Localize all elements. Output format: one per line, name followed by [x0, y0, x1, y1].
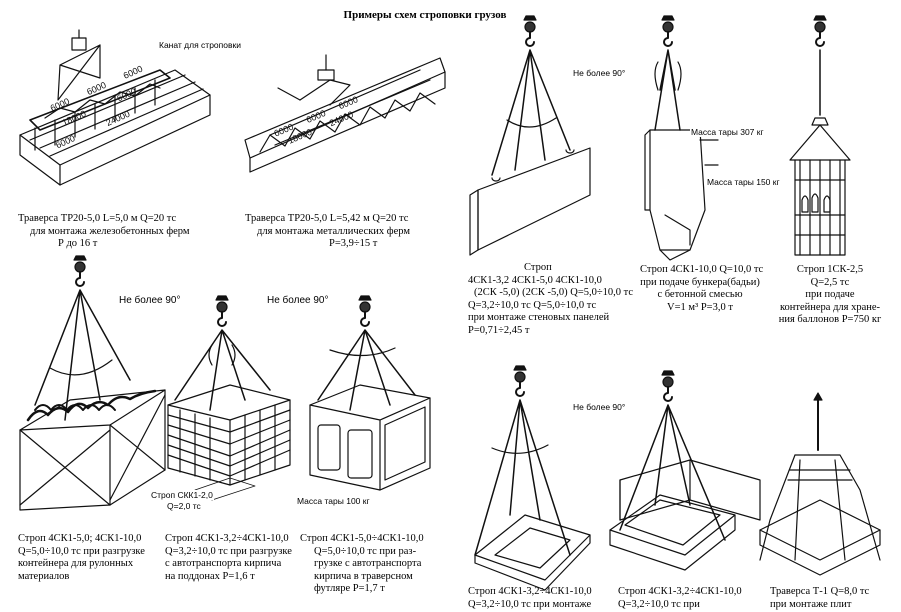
angle-label-4: Не более 90°: [572, 402, 627, 412]
wall-panel-illustration: [469, 15, 591, 256]
sling-ck-label: Строп СКК1-2,0: [150, 490, 214, 500]
caption-hopper: Строп 4СК1-10,0 Q=10,0 тс при подаче бун…: [640, 264, 764, 313]
frame-block-illustration: [609, 370, 761, 571]
caption-wall-panel: Строп 4СК1-3,2 4СК1-5,0 4СК1-10,0 (2СК -…: [468, 262, 634, 336]
truss-dim-7: 6000: [54, 133, 76, 150]
angle-label-1: Не более 90°: [572, 68, 627, 78]
tara-label-307: Масса тары 307 кг: [690, 127, 765, 137]
slab-sling-illustration: [474, 365, 591, 591]
concrete-hopper-illustration: [644, 15, 719, 261]
tara-label-100: Масса тары 100 кг: [296, 496, 371, 506]
truss-dim-8: 24000: [104, 109, 131, 128]
angle-label-3: Не более 90°: [266, 295, 330, 306]
caption-brick-case: Строп 4СК1-5,0÷4СК1-10,0 Q=5,0÷10,0 тс п…: [300, 533, 424, 594]
caption-t1-traverse: Траверса Т-1 Q=8,0 тс при монтаже плит: [770, 586, 870, 610]
truss-traverse-concrete-illustration: 6000 6000 6000 18000 6000 6000 24000: [19, 29, 211, 186]
truss2-dim-3: 6000: [337, 94, 359, 111]
rope-label: Канат для строповки: [158, 40, 242, 50]
brick-case-illustration: [309, 295, 431, 491]
caption-cylinder-container: Строп 1СК-2,5 Q=2,5 тс при подаче контей…: [778, 264, 882, 325]
caption-roll-container: Строп 4СК1-5,0; 4СК1-10,0 Q=5,0÷10,0 тс …: [18, 533, 145, 582]
cylinder-container-illustration: [789, 15, 851, 256]
sling-ck-q: Q=2,0 тс: [166, 501, 202, 511]
roll-container-illustration: [19, 255, 166, 511]
caption-slab-sling: Строп 4СК1-3,2÷4СК1-10,0 Q=3,2÷10,0 тс п…: [468, 586, 592, 610]
truss-traverse-metal-illustration: 6000 6000 6000 18000 24000: [244, 54, 446, 173]
caption-truss-concrete: Траверса ТР20-5,0 L=5,0 м Q=20 тс для мо…: [18, 213, 190, 249]
caption-brick-pallets: Строп 4СК1-3,2÷4СК1-10,0 Q=3,2÷10,0 тс п…: [165, 533, 292, 582]
brick-pallets-illustration: [167, 295, 291, 501]
caption-truss-metal: Траверса ТР20-5,0 L=5,42 м Q=20 тс для м…: [245, 213, 410, 249]
tara-label-150: Масса тары 150 кг: [706, 177, 781, 187]
truss2-dim-2: 6000: [305, 108, 327, 125]
caption-frame-block: Строп 4СК1-3,2÷4СК1-10,0 Q=3,2÷10,0 тс п…: [618, 586, 742, 610]
page-title: Примеры схем строповки грузов: [343, 9, 507, 21]
truss2-dim-5: 24000: [328, 109, 355, 128]
t1-traverse-illustration: [759, 392, 881, 576]
angle-label-2: Не более 90°: [118, 295, 182, 306]
truss-dim-1: 6000: [49, 96, 71, 113]
